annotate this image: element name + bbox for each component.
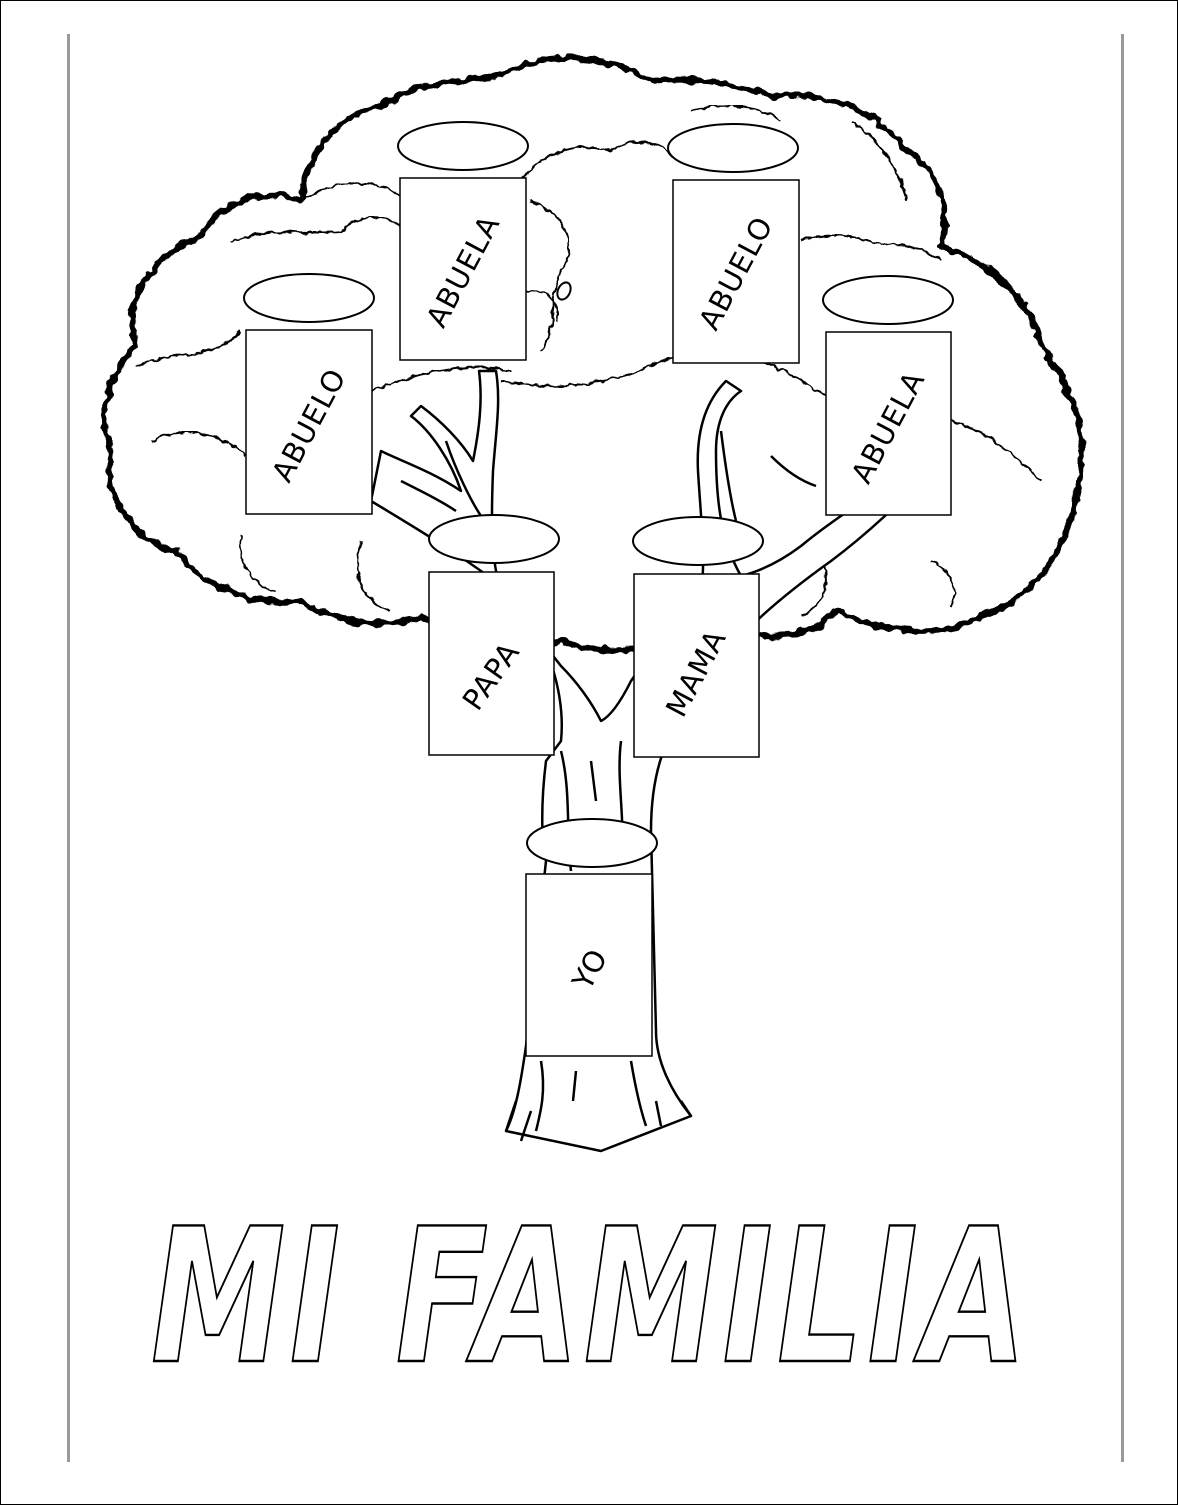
card-abuelo-left[interactable]: ABUELO xyxy=(246,330,372,514)
card-mama[interactable]: MAMA xyxy=(634,574,759,757)
oval-abuela-right[interactable] xyxy=(823,276,953,324)
oval-abuelo-left[interactable] xyxy=(244,274,374,322)
oval-papa[interactable] xyxy=(429,515,559,563)
card-yo[interactable]: YO xyxy=(526,874,652,1056)
card-abuela-right[interactable]: ABUELA xyxy=(826,332,951,515)
oval-mama[interactable] xyxy=(633,517,763,565)
oval-yo[interactable] xyxy=(527,819,657,867)
oval-abuelo-right[interactable] xyxy=(668,124,798,172)
card-abuelo-right[interactable]: ABUELO xyxy=(673,180,799,363)
card-papa[interactable]: PAPA xyxy=(429,572,554,755)
oval-abuela-left[interactable] xyxy=(398,122,528,170)
page-title: MI FAMILIA xyxy=(151,1188,1031,1405)
card-abuela-left[interactable]: ABUELA xyxy=(400,178,526,360)
